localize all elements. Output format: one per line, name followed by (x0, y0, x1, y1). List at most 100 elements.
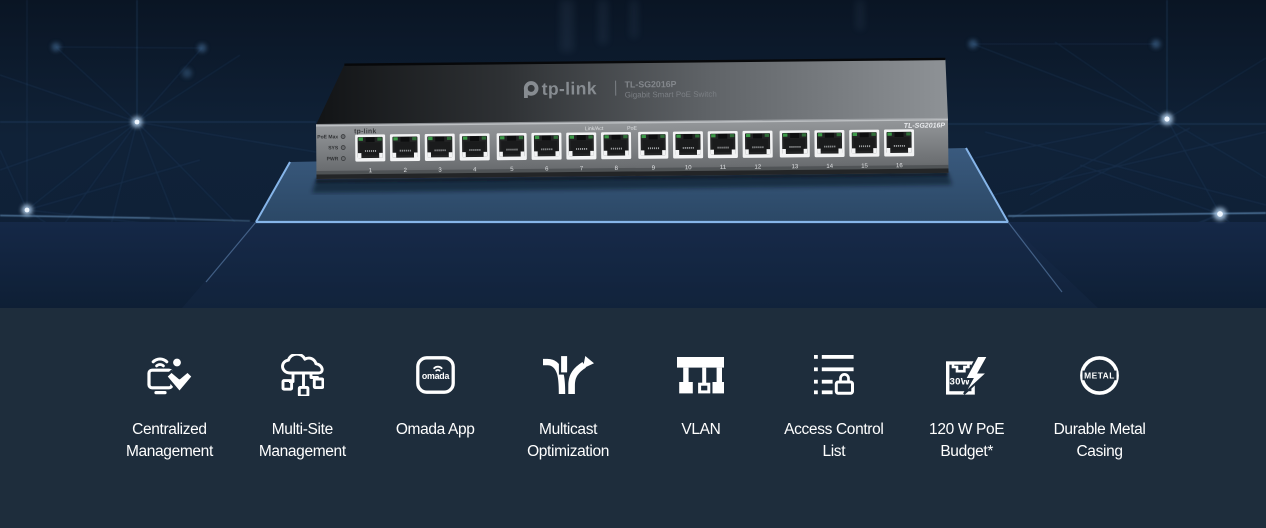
port-number: 9 (652, 166, 656, 172)
feature-label-line1: Multi-Site (271, 421, 333, 438)
feature-access-control-list: Access Control List (767, 355, 900, 463)
features-panel: Centralized Management Multi-Site Manage… (0, 308, 1266, 528)
switch-top-branding: tp-link TL-SG2016P Gigabit Smart PoE Swi… (523, 78, 717, 100)
switch-shadow (312, 172, 952, 193)
port-number: 13 (792, 164, 799, 170)
port-number: 15 (861, 163, 868, 169)
feature-label-line1: Centralized (132, 421, 207, 438)
feature-multi-site-management: Multi-Site Management (236, 354, 369, 463)
led-poe-max (340, 134, 346, 139)
rj45-port: 9 (638, 131, 669, 172)
feature-vlan: VLAN (635, 355, 768, 463)
feature-label: Access Control List (784, 419, 884, 463)
rj45-port: 14 (814, 129, 845, 170)
port-number: 7 (580, 166, 584, 172)
light-streaks (560, 0, 864, 52)
led-sys (340, 145, 346, 150)
model-label: TL-SG2016P (904, 122, 946, 129)
feature-label-line1: Access Control (784, 421, 884, 438)
feature-label-line1: Multicast (539, 421, 598, 438)
feature-label-line2: Management (125, 443, 213, 460)
rj45-port: 5 (496, 132, 527, 173)
rj45-port: 7 (566, 132, 597, 172)
feature-centralized-management: Centralized Management (103, 355, 236, 463)
front-logo-text: tp-link (354, 128, 377, 135)
port-header-poe: PoE (627, 126, 637, 132)
rj45-port: 3 (424, 133, 455, 174)
port-header-linkact: Link/Act (585, 126, 604, 132)
feature-label-line1: Durable Metal (1053, 421, 1146, 438)
feature-label-line2: List (822, 443, 846, 460)
port-number: 12 (754, 165, 761, 171)
hero-banner: tp-link TL-SG2016P Gigabit Smart PoE Swi… (0, 0, 1266, 308)
port-number: 8 (615, 166, 619, 172)
poe-budget-icon: 30W (945, 355, 988, 395)
hero-scene: tp-link TL-SG2016P Gigabit Smart PoE Swi… (0, 0, 1266, 308)
top-model-text: TL-SG2016P (625, 79, 677, 89)
durable-metal-casing-icon: METAL (1080, 355, 1119, 395)
rj45-port: 1 (355, 134, 386, 174)
led-label-pwr: PWR (327, 156, 339, 162)
port-number: 1 (369, 168, 373, 174)
multi-site-management-icon (280, 354, 324, 396)
feature-label: Omada App (396, 419, 475, 441)
poe-icon-text: 30W (949, 376, 970, 387)
glow-nodes (21, 113, 1227, 221)
port-number: 10 (685, 165, 692, 171)
feature-label: VLAN (681, 419, 720, 441)
rj45-port: 16 (883, 129, 915, 169)
port-number: 4 (473, 167, 477, 173)
metal-icon-text: METAL (1084, 370, 1115, 380)
rj45-port: 13 (779, 130, 810, 170)
rj45-port: 10 (672, 131, 704, 171)
feature-omada-app: omada Omada App (369, 355, 502, 463)
centralized-management-icon (147, 356, 193, 395)
dim-nodes (51, 39, 1161, 78)
port-number: 11 (720, 165, 727, 171)
features-row: Centralized Management Multi-Site Manage… (103, 308, 1166, 463)
rj45-port: 11 (707, 130, 738, 171)
port-number: 2 (404, 168, 408, 174)
led-label-sys: SYS (328, 145, 339, 151)
feature-label-line1: 120 W PoE (929, 421, 1005, 438)
tp-link-logo-mark (523, 81, 539, 99)
switch-top-face (316, 58, 948, 125)
multicast-optimization-icon (542, 356, 594, 394)
led-indicators: PoE Max SYS PWR (317, 134, 346, 162)
feature-label-line1: VLAN (681, 421, 721, 438)
feature-label-line2: Casing (1076, 443, 1123, 460)
feature-label: Multicast Optimization (527, 419, 609, 463)
feature-label: 120 W PoE Budget* (929, 419, 1005, 463)
feature-label-line2: Optimization (527, 443, 610, 460)
omada-app-icon: omada (415, 356, 455, 394)
omada-icon-text: omada (422, 371, 450, 381)
feature-label: Durable Metal Casing (1054, 419, 1146, 463)
port-number: 5 (510, 167, 514, 173)
port-number: 6 (545, 167, 549, 173)
led-pwr (340, 156, 346, 161)
feature-multicast-optimization: Multicast Optimization (502, 355, 635, 463)
feature-label-line2: Management (258, 443, 346, 460)
feature-durable-metal-casing: METAL Durable Metal Casing (1033, 355, 1166, 463)
rj45-port: 8 (600, 131, 632, 172)
feature-label-line1: Omada App (395, 421, 475, 438)
feature-label: Centralized Management (126, 419, 213, 463)
rj45-port: 12 (742, 130, 773, 171)
led-label-poe-max: PoE Max (317, 134, 338, 140)
access-control-list-icon (813, 355, 854, 395)
feature-label: Multi-Site Management (259, 419, 346, 463)
port-number: 14 (826, 164, 833, 170)
rj45-port: 15 (849, 129, 880, 170)
vlan-icon (677, 356, 725, 393)
rj45-port: 2 (389, 134, 421, 174)
feature-label-line2: Budget* (940, 443, 994, 460)
port-number: 16 (896, 163, 903, 169)
top-subtitle-text: Gigabit Smart PoE Switch (625, 90, 717, 100)
feature-poe-budget: 30W 120 W PoE Budget* (900, 355, 1033, 463)
rj45-port: 4 (459, 133, 490, 173)
rj45-port: 6 (531, 132, 562, 173)
switch-front-panel: PoE Max SYS PWR tp-link Link/Act PoE TL-… (316, 118, 949, 179)
network-switch: tp-link TL-SG2016P Gigabit Smart PoE Swi… (315, 57, 949, 179)
port-number: 3 (438, 168, 442, 174)
